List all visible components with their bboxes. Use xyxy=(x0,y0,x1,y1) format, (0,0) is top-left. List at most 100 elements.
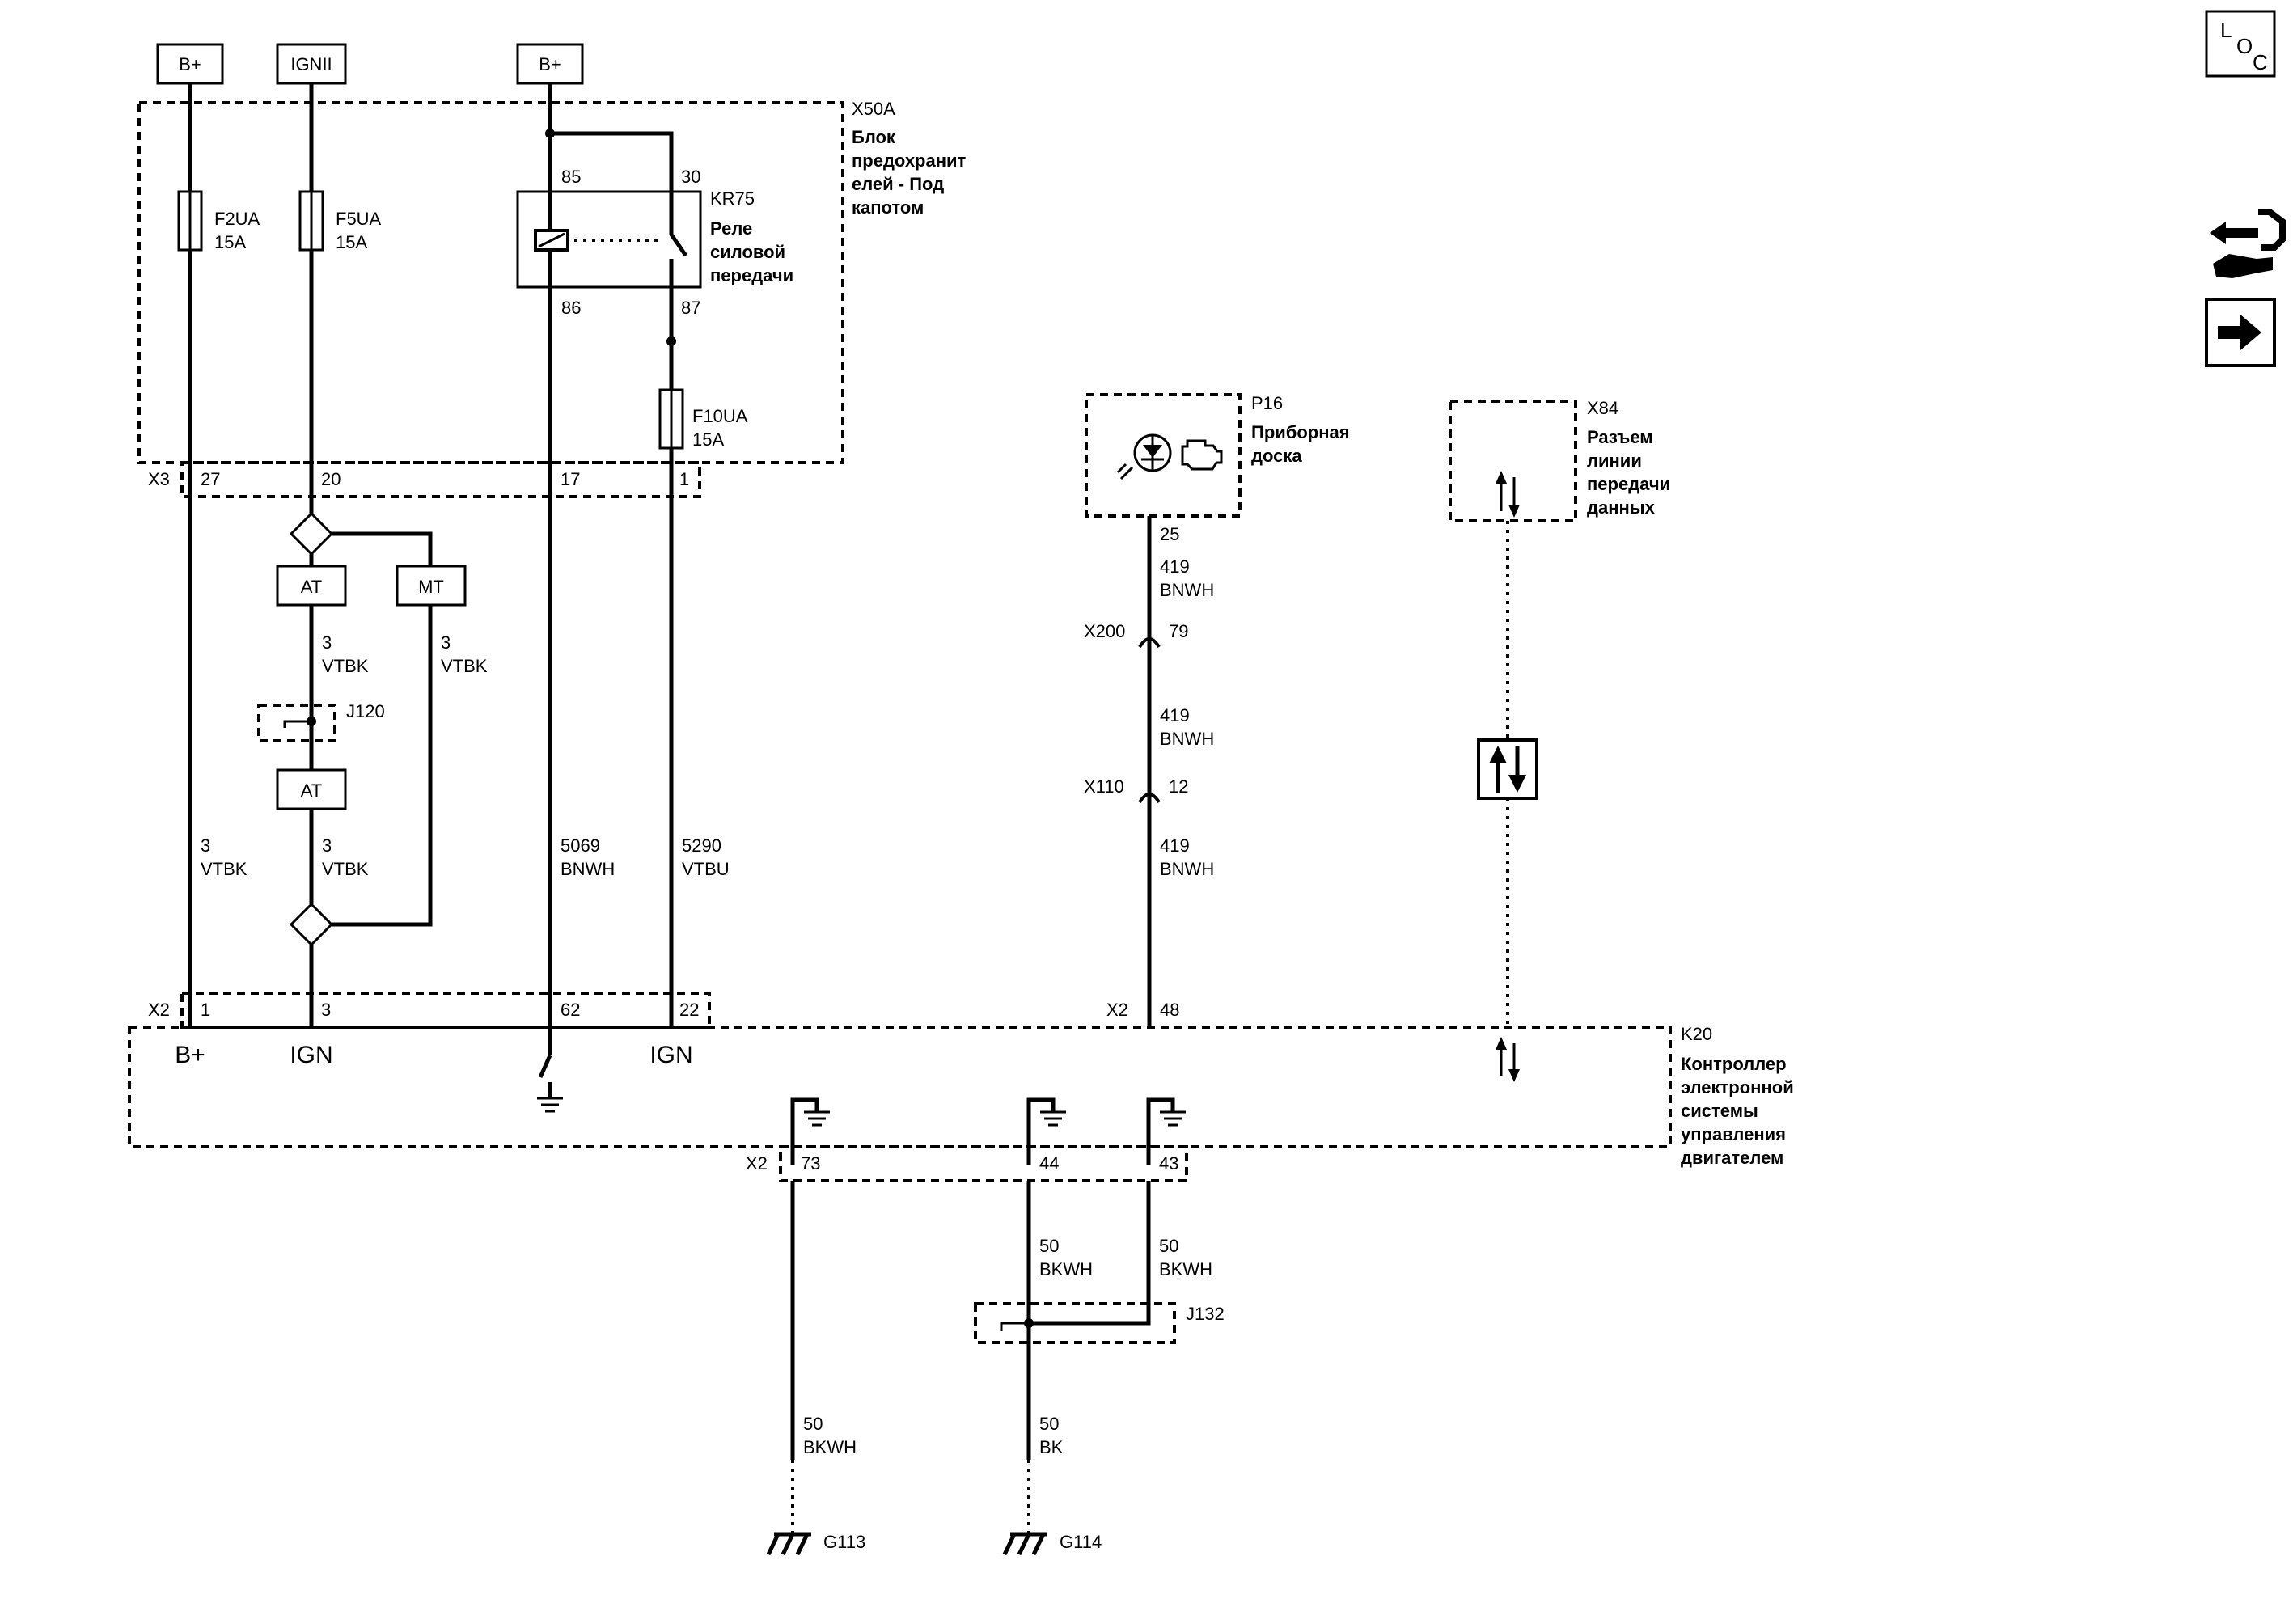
connector-pin: 3 xyxy=(321,1000,331,1020)
wire-circuit: 50 xyxy=(1039,1414,1059,1434)
ecm-k20: X2 1 3 62 22 X2 48 B+ IGN IGN xyxy=(128,992,1794,1182)
power-source-bplus-left: B+ xyxy=(156,43,224,85)
relay-name-line: Реле xyxy=(710,218,752,239)
chassis-ground-icon xyxy=(1002,1532,1047,1556)
wire-circuit: 3 xyxy=(322,632,332,653)
loc-letter: O xyxy=(2236,34,2253,58)
malfunction-indicator-icon xyxy=(1116,433,1172,480)
connector-pin: 20 xyxy=(321,469,341,489)
data-link-icon xyxy=(1496,1037,1520,1082)
splice-j132: J132 xyxy=(974,1302,1225,1344)
wire-circuit: 419 xyxy=(1160,835,1190,856)
data-link-connector-x84: X84 Разъем линии передачи данных xyxy=(1449,398,1670,1029)
inline-connector-pin: 79 xyxy=(1169,621,1188,641)
wire-circuit: 419 xyxy=(1160,705,1190,725)
splice-id: J120 xyxy=(346,701,385,721)
connector-pin: 44 xyxy=(1039,1153,1059,1174)
ground-circuit-g113: 50 BKWH G113 xyxy=(766,1181,865,1556)
ground-icon xyxy=(537,1054,563,1113)
connector-pin: 27 xyxy=(201,469,220,489)
splice-j120: J120 xyxy=(257,701,385,742)
fuse-icon xyxy=(298,190,324,252)
connector-x2-label: X2 xyxy=(1106,1000,1128,1020)
fuse-icon xyxy=(658,388,684,450)
relay-name-line: передачи xyxy=(710,265,793,285)
ground-circuit-g114: 50 BKWH 50 BKWH J132 50 BK G114 xyxy=(974,1181,1225,1556)
wire-circuit: 3 xyxy=(322,835,332,856)
loc-letter: C xyxy=(2253,50,2268,74)
connector-pin: 17 xyxy=(561,469,580,489)
wire-color: BNWH xyxy=(561,859,615,879)
wire-color: BKWH xyxy=(803,1437,857,1457)
option-merge-diamond xyxy=(289,902,334,947)
wire-f5ua-circuit: F5UA 15A AT MT 3 VTBK J120 AT 3 VTBK 3 xyxy=(257,83,488,1027)
data-link-icon xyxy=(1477,738,1538,800)
cluster-name-line: Приборная xyxy=(1251,422,1350,442)
wire-color: BK xyxy=(1039,1437,1064,1457)
ground-icon xyxy=(1146,1097,1186,1165)
chassis-ground-icon xyxy=(766,1532,811,1556)
cluster-id: P16 xyxy=(1251,393,1283,413)
ground-id: G113 xyxy=(823,1532,865,1552)
relay-pin: 30 xyxy=(681,167,700,187)
dlc-name-line: линии xyxy=(1587,450,1642,471)
wire-f2ua-circuit: F2UA 15A 3 VTBK xyxy=(177,83,260,1027)
wire-color: VTBK xyxy=(322,859,369,879)
fuse-rating: 15A xyxy=(336,232,367,252)
wire-color: BKWH xyxy=(1039,1259,1093,1279)
connector-pin: 22 xyxy=(679,1000,699,1020)
fuse-id: F10UA xyxy=(692,406,748,426)
dlc-name-line: Разъем xyxy=(1587,427,1653,447)
wire-color: BNWH xyxy=(1160,729,1214,749)
wire-color: VTBK xyxy=(201,859,247,879)
fuse-block-name-line: елей - Под xyxy=(852,174,944,194)
wire-color: VTBU xyxy=(682,859,730,879)
fuse-block-x50a: X50A Блок предохранит елей - Под капотом… xyxy=(137,99,967,498)
arrow-right-icon[interactable] xyxy=(2205,298,2276,367)
connector-x2-label: X2 xyxy=(746,1153,768,1174)
inline-connector-id: X200 xyxy=(1084,621,1125,641)
data-link-icon xyxy=(1496,471,1520,518)
ecm-name-line: двигателем xyxy=(1681,1148,1783,1168)
relay-icon: 85 30 86 87 xyxy=(516,167,702,318)
ecm-name-line: электронной xyxy=(1681,1077,1794,1097)
splice-id: J132 xyxy=(1186,1304,1225,1324)
connector-pin: 1 xyxy=(679,469,689,489)
wire-circuit: 3 xyxy=(441,632,451,653)
power-source-label: B+ xyxy=(179,54,201,74)
wire-circuit: 5069 xyxy=(561,835,600,856)
connector-pin: 1 xyxy=(201,1000,210,1020)
power-source-label: B+ xyxy=(539,54,561,74)
switch-icon xyxy=(669,192,688,287)
schematic-tool-icon[interactable] xyxy=(2210,209,2286,278)
wire-circuit: 3 xyxy=(201,835,210,856)
fuse-block-name-line: капотом xyxy=(852,197,924,218)
inline-connector-id: X110 xyxy=(1084,776,1124,797)
power-source-ignii: IGNII xyxy=(276,43,347,85)
cluster-pin: 25 xyxy=(1160,524,1179,544)
fuse-block-id: X50A xyxy=(852,99,895,119)
wire-color: BKWH xyxy=(1159,1259,1212,1279)
fuse-block-name-line: Блок xyxy=(852,127,896,147)
relay-pin: 86 xyxy=(561,298,581,318)
engine-icon xyxy=(1181,439,1223,471)
loc-icon[interactable]: L O C xyxy=(2205,10,2276,78)
dlc-name-line: данных xyxy=(1587,497,1656,518)
ecm-name-line: системы xyxy=(1681,1101,1758,1121)
relay-pin: 87 xyxy=(681,298,700,318)
power-source-bplus-right: B+ xyxy=(516,43,584,85)
option-branch-diamond xyxy=(289,511,334,556)
ground-id: G114 xyxy=(1060,1532,1102,1552)
inline-connector-pin: 12 xyxy=(1169,776,1188,797)
connector-pin: 62 xyxy=(561,1000,580,1020)
dlc-name-line: передачи xyxy=(1587,474,1670,494)
fuse-rating: 15A xyxy=(692,429,724,450)
dlc-id: X84 xyxy=(1587,398,1618,418)
cluster-name-line: доска xyxy=(1251,446,1302,466)
fuse-id: F2UA xyxy=(214,209,260,229)
relay-name-line: силовой xyxy=(710,242,785,262)
ecm-internal-label: IGN xyxy=(290,1042,332,1068)
connector-pin: 73 xyxy=(801,1153,820,1174)
ecm-internal-label: B+ xyxy=(175,1042,205,1068)
